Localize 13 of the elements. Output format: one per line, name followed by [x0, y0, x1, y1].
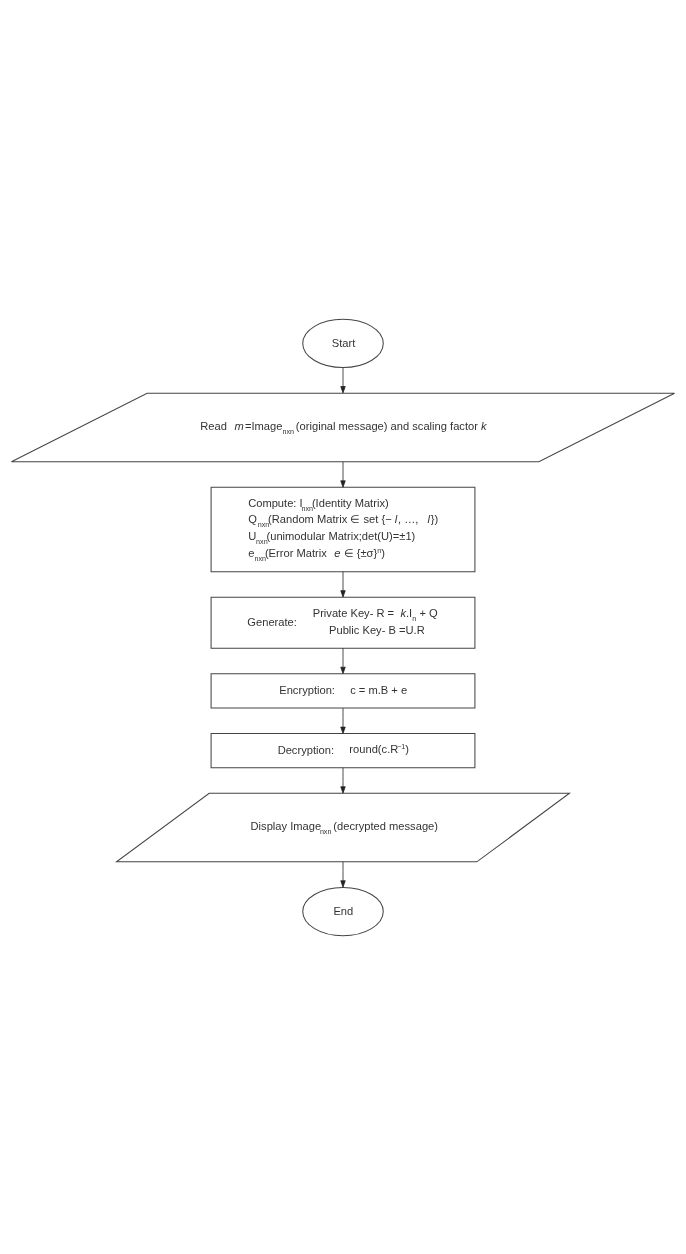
node-box: Encryption: c = m.B + e [210, 672, 476, 708]
node-box: Compute: I$_{nxn}$(Identity Matrix) Q$_{nxn}$(Random Matrix ∈ set {−l, …, l}) U$_{nxn}$(unimodular Matrix;det(U)=±1) e$_{nxn}$(Error Matrix e ∈ {±σ}$^{n}$) [210, 486, 476, 572]
arrow [340, 707, 346, 734]
arrow [340, 570, 346, 597]
arrow [340, 461, 346, 488]
node-ellipse: End [302, 886, 384, 936]
node-ellipse: Start [302, 318, 384, 368]
node-box: Decryption: round(c.R$^{−1}$) [210, 732, 476, 768]
arrow [340, 647, 346, 674]
arrow [340, 366, 346, 393]
node-box: Generate: Private Key- R = k.I$_{n}$ + Q Public Key- B =U.R [210, 596, 476, 649]
arrow [340, 766, 346, 794]
arrow [340, 861, 346, 888]
